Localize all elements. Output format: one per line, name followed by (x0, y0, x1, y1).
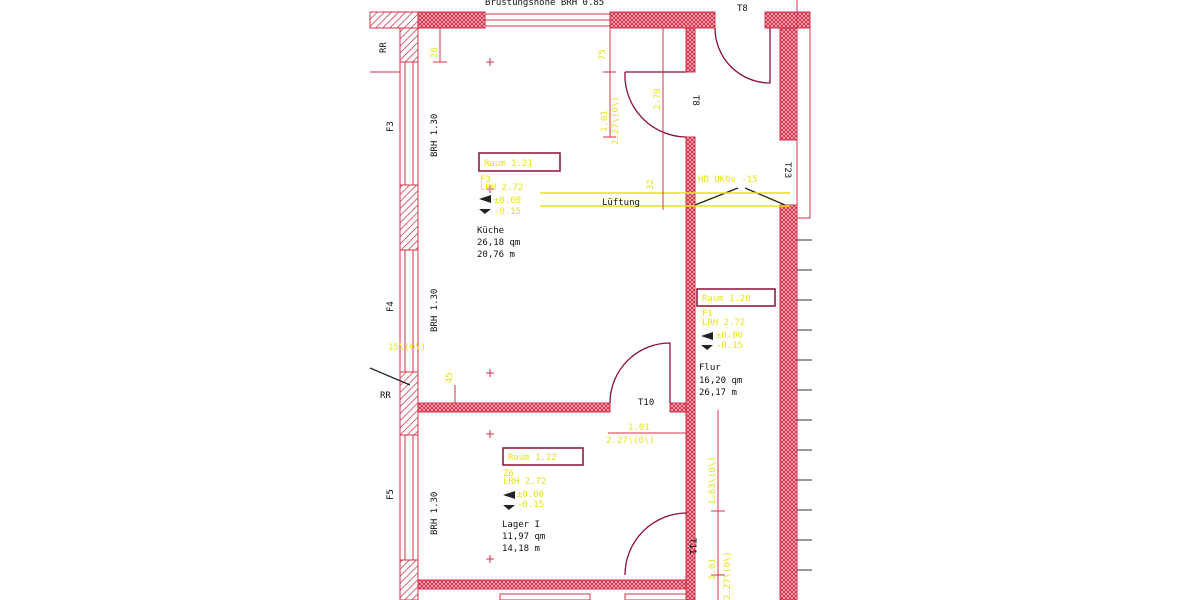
door-t8-swing (624, 71, 687, 138)
ventilation-label: Lüftung (602, 198, 640, 208)
room-area: 26,18 qm (477, 238, 520, 248)
room-height: LRH 2.72 (480, 183, 523, 193)
level-bottom: -0.15 (517, 500, 544, 510)
door-t10-swing (609, 342, 671, 404)
dimension-label: 32 (646, 179, 656, 190)
doors (369, 27, 786, 576)
dimension-label: 2.70 (653, 88, 663, 110)
room-lager: Raum 1.22 Z6 LRH 2.72 ±0.00 -0.15 Lager … (502, 447, 584, 554)
room-area: 16,20 qm (699, 376, 742, 386)
door-label: T23 (782, 162, 792, 178)
room-height: LRH 2.72 (503, 477, 546, 487)
annotation-lines (540, 192, 790, 207)
room-id: Raum 1.22 (508, 453, 557, 463)
dimension-label: 1.01 (600, 110, 610, 132)
parapet-label: BRH 1.30 (430, 289, 440, 332)
dimension-label: 1.01 (628, 423, 650, 433)
room-perimeter: 14,18 m (502, 544, 540, 554)
dimension-label: 2.27\(0\) (606, 436, 655, 446)
level-bottom: -0.15 (494, 207, 521, 217)
dimension-label: 45 (445, 372, 455, 383)
floor-code: Z6 (503, 469, 514, 479)
dimension-label: 2.27\(0\) (611, 96, 621, 145)
level-marker-icon (503, 491, 515, 510)
dimension-label: 15\(0\) (388, 343, 426, 353)
dimension-lines (433, 28, 725, 600)
level-bottom: -0.15 (716, 341, 743, 351)
room-flur: Raum 1.20 F1 LRH 2.72 ±0.00 -0.15 Flur 1… (696, 288, 776, 398)
door-t11-swing (624, 512, 688, 576)
dimension-label: 75 (598, 49, 608, 60)
rr-label: RR (379, 42, 389, 53)
dimension-label: 1.63\(0\) (708, 456, 718, 505)
room-name: Lager I (502, 520, 540, 530)
room-id: Raum 1.21 (484, 159, 533, 169)
dimension-label: 2.27\(0\) (723, 551, 733, 600)
door-t8-top-swing (714, 27, 771, 84)
room-id: Raum 1.20 (702, 294, 751, 304)
room-area: 11,97 qm (502, 532, 545, 542)
room-name: Küche (477, 226, 504, 236)
door-label: T8 (737, 4, 748, 14)
rr-label: RR (380, 391, 391, 401)
door-label: T11 (687, 538, 697, 554)
ventilation-note: HD UK6v -15 (698, 175, 758, 185)
dimension-label: 1.01 (708, 558, 718, 580)
room-perimeter: 26,17 m (699, 388, 737, 398)
dimension-label: 26 (430, 47, 440, 58)
floor-code: F3 (480, 175, 491, 185)
window-label: F4 (386, 301, 396, 312)
dimension-texts: 75 1.01 2.27\(0\) 2.70 1.01 2.27\(0\) 26… (388, 47, 733, 600)
floor-code: F1 (702, 309, 713, 319)
level-marker-icon (701, 332, 713, 350)
vent-flap (694, 187, 786, 206)
room-kuche: Raum 1.21 F3 LRH 2.72 ±0.00 -0.15 Küche … (477, 152, 561, 260)
level-top: ±0.00 (494, 196, 521, 206)
room-perimeter: 20,76 m (477, 250, 515, 260)
window-label: F3 (386, 121, 396, 132)
parapet-label: BRH 1.30 (430, 492, 440, 535)
level-top: ±0.00 (517, 490, 544, 500)
door-label: T8 (690, 95, 700, 106)
center-markers (486, 58, 494, 563)
room-name: Flur (699, 363, 721, 373)
room-height: LRH 2.72 (702, 318, 745, 328)
level-top: ±0.00 (716, 331, 743, 341)
walls (369, 0, 812, 600)
door-label: T10 (638, 398, 654, 408)
level-marker-icon (479, 195, 491, 214)
window-label: F5 (386, 489, 396, 500)
top-label: Brüstungshöhe BRH 0.85 (485, 0, 604, 8)
parapet-label: BRH 1.30 (430, 114, 440, 157)
